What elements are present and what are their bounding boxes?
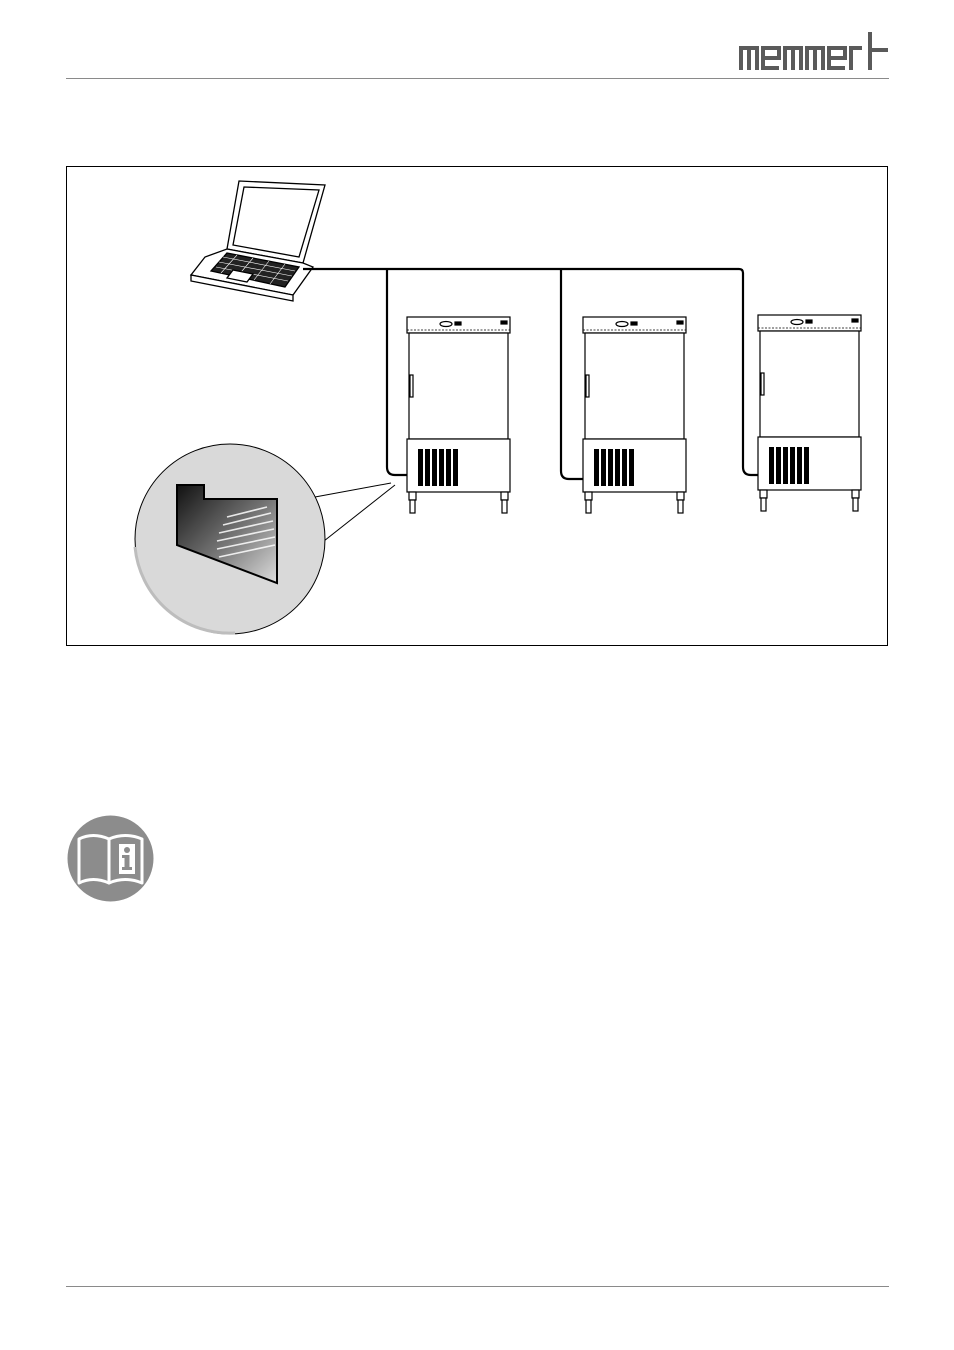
memmert-logo-graphic [738, 30, 890, 74]
oven-unit-1 [407, 317, 510, 513]
network-figure [66, 166, 888, 646]
header-rule [66, 78, 889, 79]
network-diagram [67, 167, 889, 647]
memmert-logo [738, 30, 890, 74]
footer-rule [66, 1286, 889, 1287]
network-cables [303, 269, 760, 479]
laptop-icon [191, 181, 325, 301]
callout-lines [315, 483, 395, 541]
manual-info-icon [67, 815, 154, 902]
ethernet-port-detail [135, 444, 325, 634]
oven-unit-3 [758, 315, 861, 511]
manual-info-graphic [67, 815, 154, 902]
oven-unit-2 [583, 317, 686, 513]
